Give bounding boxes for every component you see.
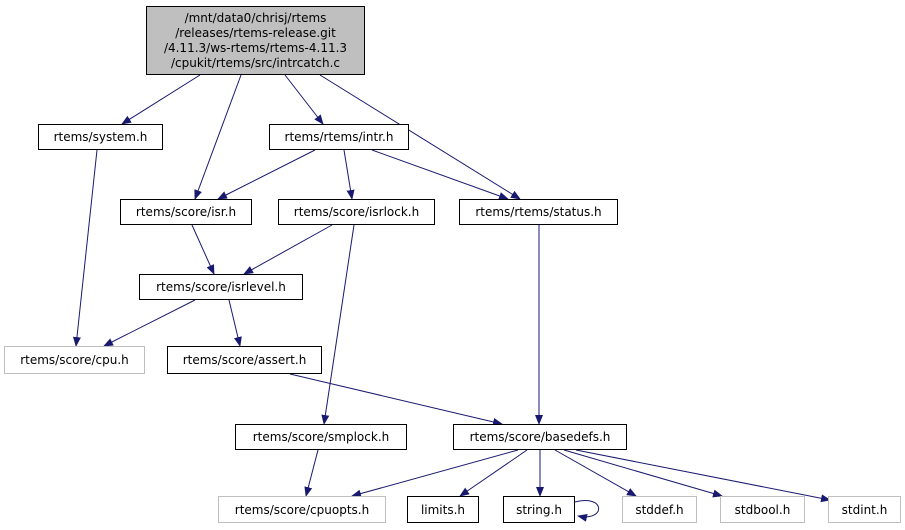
edge-smplock-cpuopts bbox=[304, 449, 319, 497]
node-rtems-score-cpuopts-h[interactable]: rtems/score/cpuopts.h bbox=[218, 496, 386, 523]
edge-intr-isrlock bbox=[343, 149, 355, 200]
node-rtems-score-basedefs-h[interactable]: rtems/score/basedefs.h bbox=[453, 424, 627, 450]
edge-basedefs-stdint bbox=[575, 449, 831, 503]
root-file-node[interactable]: /mnt/data0/chrisj/rtems /releases/rtems-… bbox=[146, 6, 365, 75]
node-stddef-h[interactable]: stddef.h bbox=[622, 496, 697, 523]
node-rtems-rtems-status-h[interactable]: rtems/rtems/status.h bbox=[459, 199, 618, 225]
edge-basedefs-cpuopts bbox=[351, 449, 519, 498]
edge-intr-status bbox=[371, 149, 509, 200]
node-stdbool-h[interactable]: stdbool.h bbox=[720, 496, 805, 523]
edge-string-string bbox=[574, 500, 600, 522]
root-file-path-line: /4.11.3/ws-rtems/rtems-4.11.3 bbox=[163, 40, 348, 55]
edge-system-cpu bbox=[72, 149, 98, 347]
edge-basedefs-limits bbox=[459, 449, 528, 497]
node-rtems-score-isrlevel-h[interactable]: rtems/score/isrlevel.h bbox=[139, 274, 303, 300]
edge-root-status bbox=[319, 74, 521, 200]
edge-isrlevel-assert bbox=[228, 299, 242, 347]
edge-assert-basedefs bbox=[289, 373, 503, 426]
root-file-path-line: /mnt/data0/chrisj/rtems bbox=[184, 10, 327, 25]
root-file-path-line: /releases/rtems-release.git bbox=[175, 25, 336, 40]
edge-isrlevel-cpu bbox=[103, 299, 196, 347]
edge-isr-isrlevel bbox=[191, 224, 215, 275]
edge-isrlock-isrlevel bbox=[243, 224, 333, 275]
edge-isrlock-smplock bbox=[321, 224, 355, 425]
node-rtems-rtems-intr-h[interactable]: rtems/rtems/intr.h bbox=[269, 124, 409, 150]
edge-root-isr bbox=[194, 74, 242, 200]
node-limits-h[interactable]: limits.h bbox=[407, 496, 479, 523]
node-stdint-h[interactable]: stdint.h bbox=[828, 496, 901, 523]
node-rtems-system-h[interactable]: rtems/system.h bbox=[38, 124, 163, 150]
node-rtems-score-assert-h[interactable]: rtems/score/assert.h bbox=[167, 346, 322, 374]
root-file-path-line: /cpukit/rtems/src/intrcatch.c bbox=[170, 55, 341, 70]
edge-root-system bbox=[121, 74, 201, 125]
edge-intr-isr bbox=[217, 149, 316, 200]
node-rtems-score-cpu-h[interactable]: rtems/score/cpu.h bbox=[4, 346, 145, 374]
node-rtems-score-smplock-h[interactable]: rtems/score/smplock.h bbox=[235, 424, 407, 450]
node-rtems-score-isrlock-h[interactable]: rtems/score/isrlock.h bbox=[278, 199, 435, 225]
edge-basedefs-stdbool bbox=[563, 449, 723, 498]
node-rtems-score-isr-h[interactable]: rtems/score/isr.h bbox=[120, 199, 252, 225]
edge-root-intr bbox=[284, 74, 324, 125]
node-string-h[interactable]: string.h bbox=[503, 496, 575, 523]
edge-basedefs-stddef bbox=[554, 449, 637, 497]
